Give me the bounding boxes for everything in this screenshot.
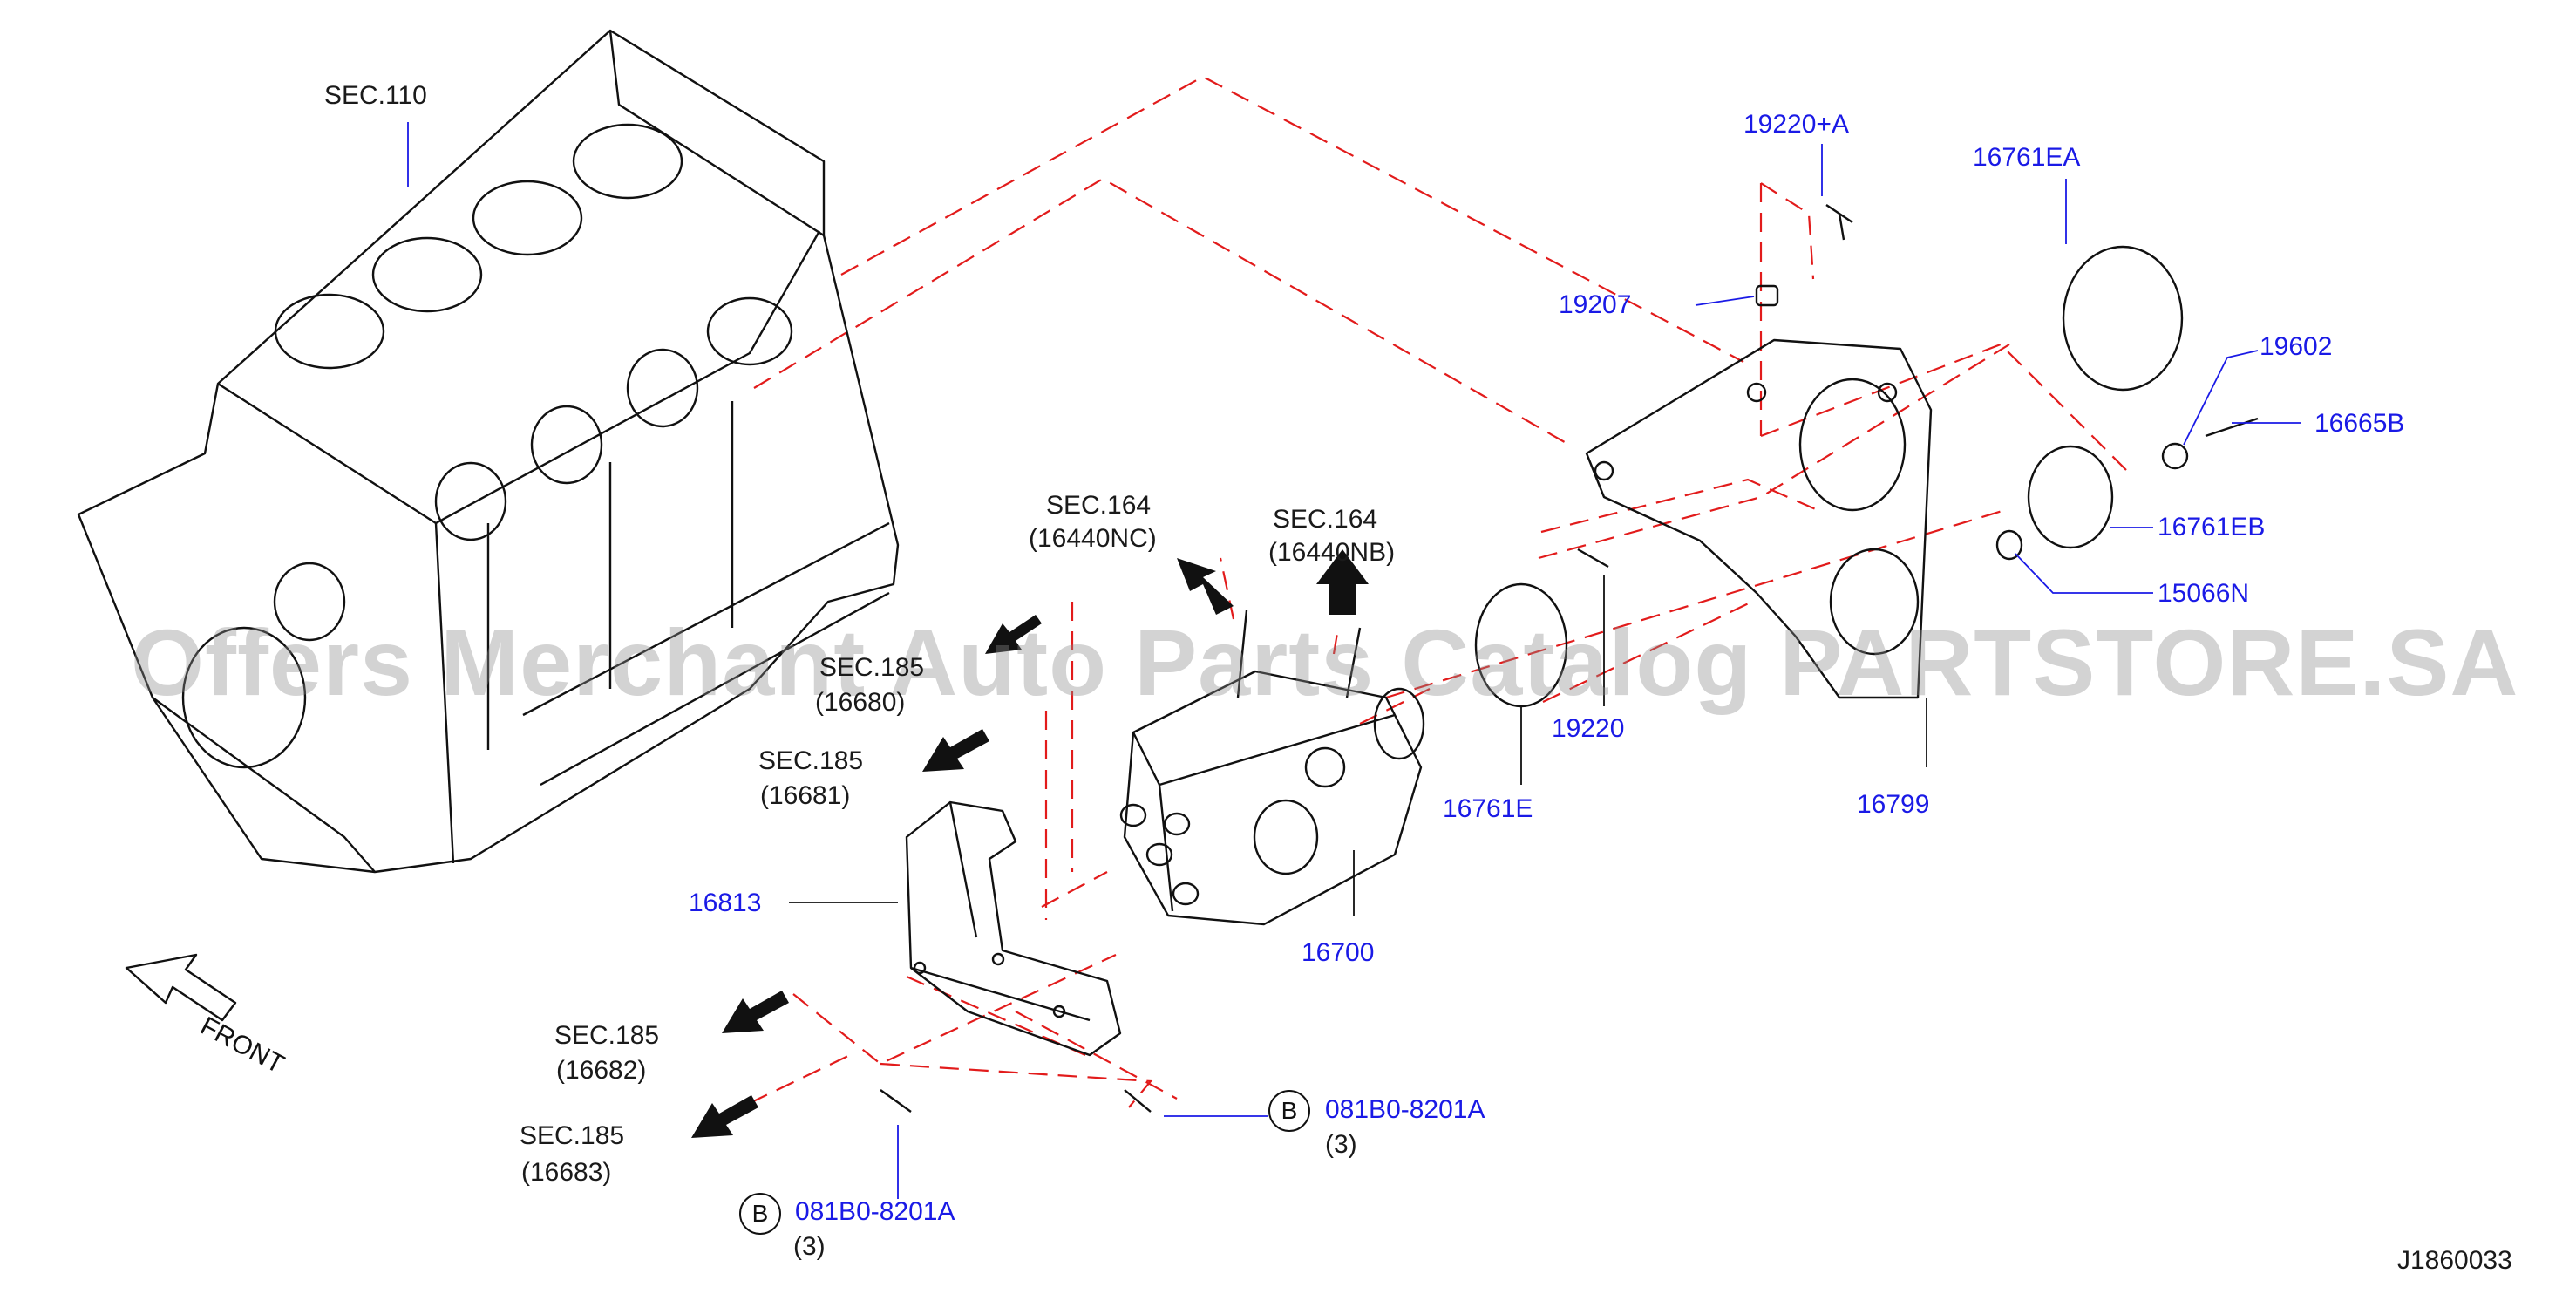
label-sec164-nc: SEC.164 bbox=[1046, 491, 1152, 520]
label-sec110: SEC.110 bbox=[324, 81, 427, 110]
qty-left: (3) bbox=[793, 1232, 826, 1261]
label-sec164-nc-part: (16440NC) bbox=[1029, 524, 1157, 553]
label-sec185-a-part: (16680) bbox=[815, 688, 906, 717]
gaskets-and-fasteners bbox=[880, 204, 2259, 1113]
part-19602[interactable]: 19602 bbox=[2260, 332, 2333, 361]
part-16761ea[interactable]: 16761EA bbox=[1973, 143, 2081, 172]
label-sec185-c-part: (16682) bbox=[556, 1056, 647, 1085]
label-sec185-a: SEC.185 bbox=[819, 653, 925, 682]
part-16761e[interactable]: 16761E bbox=[1443, 794, 1533, 823]
qty-right: (3) bbox=[1325, 1130, 1357, 1159]
part-16761eb[interactable]: 16761EB bbox=[2158, 513, 2266, 541]
part-19207[interactable]: 19207 bbox=[1559, 290, 1632, 319]
part-16700[interactable]: 16700 bbox=[1302, 938, 1375, 967]
label-sec185-d: SEC.185 bbox=[520, 1121, 625, 1150]
label-sec185-b: SEC.185 bbox=[758, 746, 864, 775]
engine-block-drawing bbox=[77, 29, 900, 874]
assembly-dashed-lines bbox=[749, 75, 2128, 1108]
label-sec185-c: SEC.185 bbox=[554, 1021, 660, 1050]
direction-arrows bbox=[691, 549, 1369, 1138]
bolt-badge-left: B bbox=[739, 1193, 781, 1235]
part-15066n[interactable]: 15066N bbox=[2158, 579, 2250, 608]
label-sec185-b-part: (16681) bbox=[760, 781, 851, 810]
label-sec164-nb: SEC.164 bbox=[1273, 505, 1378, 534]
part-16813[interactable]: 16813 bbox=[689, 889, 762, 917]
watermark-text: Offers Merchant Auto Parts Catalog PARTS… bbox=[131, 610, 2519, 715]
bolt-badge-right: B bbox=[1268, 1090, 1310, 1132]
front-arrow-icon bbox=[125, 953, 237, 1022]
part-19220[interactable]: 19220 bbox=[1552, 714, 1625, 743]
diagram-id: J1860033 bbox=[2397, 1246, 2512, 1275]
part-bolt-left[interactable]: 081B0-8201A bbox=[795, 1197, 955, 1226]
part-19220-a[interactable]: 19220+A bbox=[1743, 110, 1849, 139]
label-sec164-nb-part: (16440NB) bbox=[1268, 538, 1396, 567]
injection-pump-drawing bbox=[1119, 610, 1425, 926]
part-bolt-right[interactable]: 081B0-8201A bbox=[1325, 1095, 1485, 1124]
front-cover-drawing bbox=[1585, 338, 1933, 699]
leader-lines bbox=[407, 122, 2301, 1199]
label-sec185-d-part: (16683) bbox=[521, 1158, 612, 1187]
part-16665b[interactable]: 16665B bbox=[2314, 409, 2405, 438]
part-16799[interactable]: 16799 bbox=[1857, 790, 1930, 819]
pump-bracket-drawing bbox=[905, 800, 1122, 1057]
